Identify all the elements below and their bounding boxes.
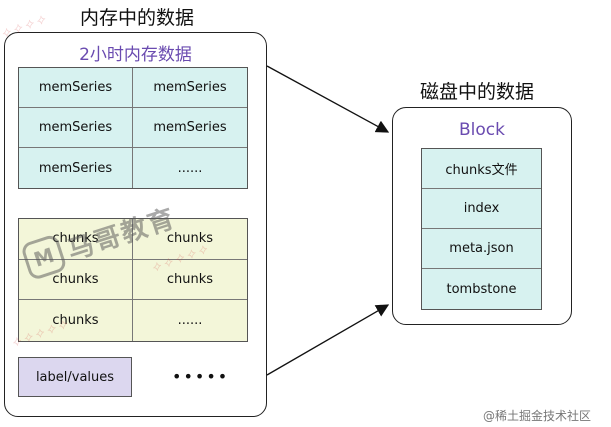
chunks-cell: chunks <box>19 219 133 260</box>
chunks-grid: chunks chunks chunks chunks chunks .....… <box>18 218 248 342</box>
disk-title: 磁盘中的数据 <box>420 81 535 103</box>
label-values-box: label/values <box>18 357 132 397</box>
chunks-cell: chunks <box>133 219 247 260</box>
block-file-meta: meta.json <box>422 229 541 269</box>
block-file-list: chunks文件 index meta.json tombstone <box>421 148 542 310</box>
mem-series-cell: memSeries <box>19 68 133 108</box>
footer-watermark: @稀土掘金技术社区 <box>483 409 592 423</box>
mem-series-cell: memSeries <box>19 148 133 188</box>
arrow-to-disk-bottom <box>266 304 390 376</box>
arrow-to-disk-top <box>266 65 390 133</box>
mem-series-cell: memSeries <box>19 108 133 148</box>
disk-section-title: Block <box>459 120 505 140</box>
chunks-cell: chunks <box>19 259 133 301</box>
chunks-ellipsis: ...... <box>133 300 247 341</box>
memory-section-title: 2小时内存数据 <box>79 45 192 65</box>
mem-series-cell: memSeries <box>133 68 247 108</box>
more-dots: ••••• <box>172 367 230 386</box>
chunks-cell: chunks <box>19 300 133 341</box>
mem-series-grid: memSeries memSeries memSeries memSeries … <box>18 67 248 189</box>
mem-series-ellipsis: ...... <box>133 148 247 188</box>
chunks-cell: chunks <box>133 259 247 301</box>
block-file-tombstone: tombstone <box>422 269 541 309</box>
mem-series-cell: memSeries <box>133 108 247 148</box>
block-file-chunks: chunks文件 <box>422 149 541 189</box>
memory-title: 内存中的数据 <box>80 7 195 29</box>
block-file-index: index <box>422 189 541 229</box>
